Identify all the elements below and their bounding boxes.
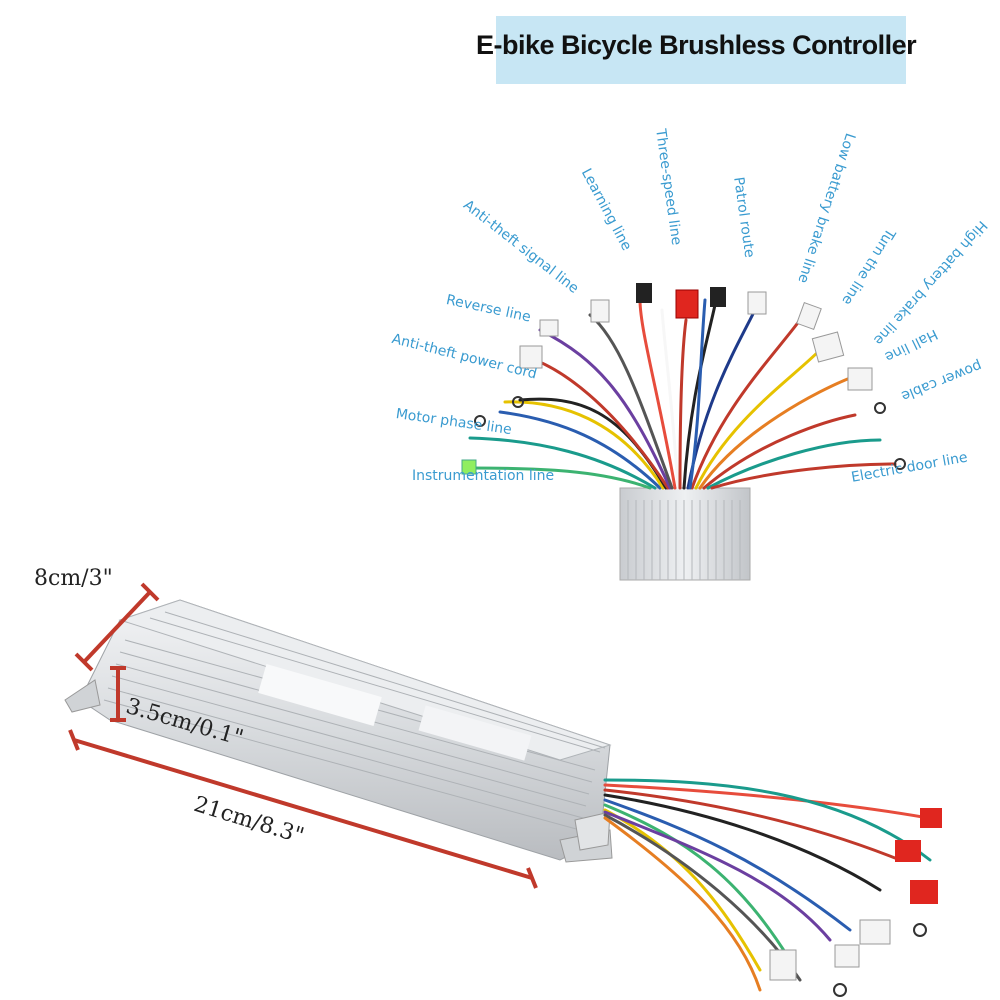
controller-main-body [64, 599, 613, 863]
controller-top-view [619, 487, 751, 581]
connectors [461, 283, 906, 475]
dimension-height: 8cm/3" [34, 566, 113, 591]
title-banner [496, 16, 906, 84]
main-connectors [769, 808, 942, 997]
wire-bundle [468, 298, 897, 490]
page-title: E-bike Bicycle Brushless Controller [476, 30, 917, 60]
label-instrumentation-line: Instrumentation line [412, 468, 555, 484]
dimension-markers [68, 582, 538, 889]
